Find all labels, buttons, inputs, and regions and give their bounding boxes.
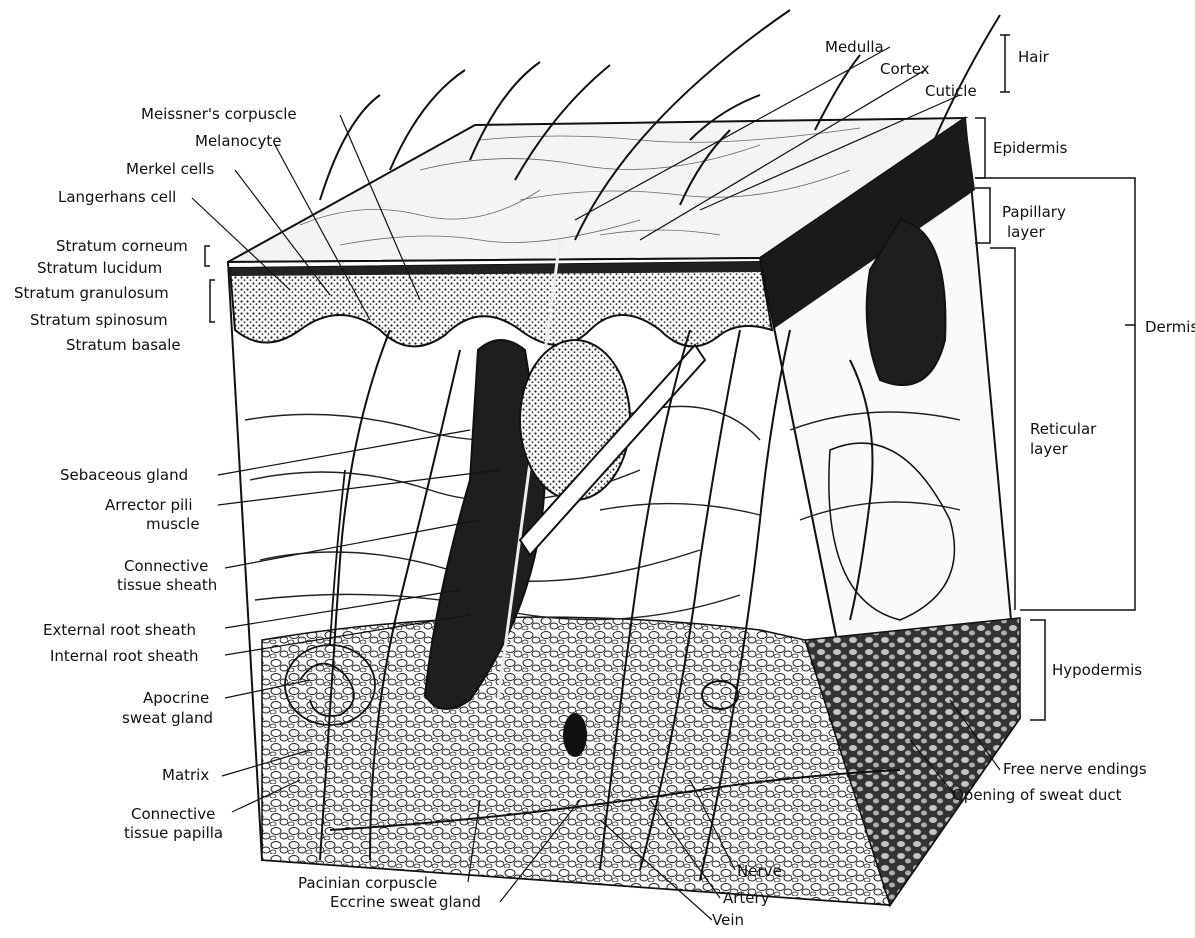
label-cortex: Cortex: [880, 60, 930, 78]
label-external-root-sheath: External root sheath: [43, 621, 196, 639]
sebaceous-gland-shape: [520, 340, 630, 500]
label-stratum-corneum: Stratum corneum: [56, 237, 188, 255]
label-dermis: Dermis: [1145, 318, 1195, 336]
label-stratum-basale: Stratum basale: [66, 336, 181, 354]
label-meissners-corpuscle: Meissner's corpuscle: [141, 105, 297, 123]
label-connective-tissue-papilla-2: tissue papilla: [124, 824, 223, 842]
label-nerve: Nerve: [737, 862, 782, 880]
label-connective-tissue-papilla-1: Connective: [131, 805, 215, 823]
label-arrector-pili-2: muscle: [146, 515, 200, 533]
label-epidermis: Epidermis: [993, 139, 1067, 157]
label-merkel-cells: Merkel cells: [126, 160, 214, 178]
label-hair: Hair: [1018, 48, 1049, 66]
label-apocrine-sweat-gland-1: Apocrine: [143, 689, 209, 707]
label-vein: Vein: [712, 911, 744, 929]
label-cuticle: Cuticle: [925, 82, 977, 100]
label-medulla: Medulla: [825, 38, 884, 56]
label-reticular-1: Reticular: [1030, 420, 1096, 438]
label-connective-tissue-sheath-1: Connective: [124, 557, 208, 575]
label-pacinian-corpuscle: Pacinian corpuscle: [298, 874, 437, 892]
label-hypodermis: Hypodermis: [1052, 661, 1142, 679]
label-stratum-granulosum: Stratum granulosum: [14, 284, 169, 302]
label-papillary-2: layer: [1007, 223, 1045, 241]
label-papillary-1: Papillary: [1002, 203, 1066, 221]
label-artery: Artery: [723, 889, 770, 907]
label-free-nerve-endings: Free nerve endings: [1003, 760, 1147, 778]
label-eccrine-sweat-gland: Eccrine sweat gland: [330, 893, 481, 911]
label-stratum-lucidum: Stratum lucidum: [37, 259, 162, 277]
label-connective-tissue-sheath-2: tissue sheath: [117, 576, 217, 594]
label-stratum-spinosum: Stratum spinosum: [30, 311, 168, 329]
hypodermis-layer: [262, 617, 890, 905]
label-arrector-pili-1: Arrector pili: [105, 496, 193, 514]
label-matrix: Matrix: [162, 766, 209, 784]
label-apocrine-sweat-gland-2: sweat gland: [122, 709, 213, 727]
label-langerhans-cell: Langerhans cell: [58, 188, 176, 206]
label-internal-root-sheath: Internal root sheath: [50, 647, 199, 665]
label-melanocyte: Melanocyte: [195, 132, 281, 150]
label-sebaceous-gland: Sebaceous gland: [60, 466, 188, 484]
label-opening-of-sweat-duct: Opening of sweat duct: [952, 786, 1122, 804]
label-reticular-2: layer: [1030, 440, 1068, 458]
